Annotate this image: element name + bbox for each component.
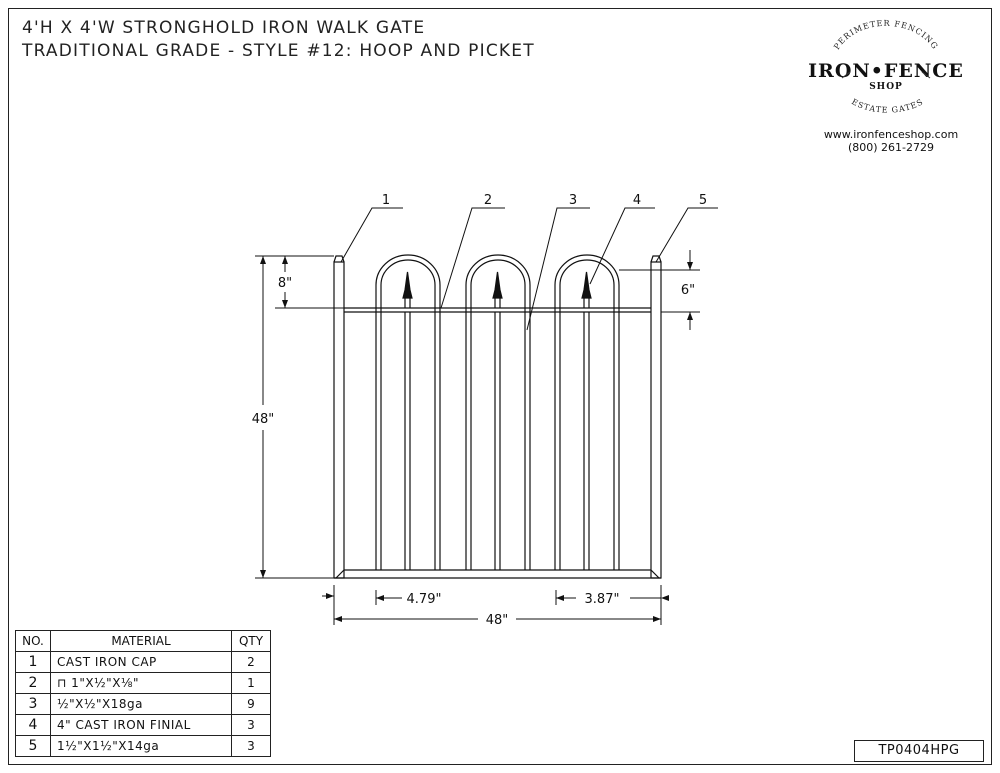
finial-1 [402,271,413,308]
dim-hoop-height: 6" [681,283,695,298]
title-line-1: 4'H X 4'W STRONGHOLD IRON WALK GATE [22,18,426,38]
dim-spacing-left: 4.79" [407,592,442,607]
phone-text: (800) 261-2729 [847,141,935,154]
row-material: ½"X½"X18ga [50,693,232,715]
logo-arc-bottom: ESTATE GATES [850,97,924,115]
svg-text:ESTATE GATES: ESTATE GATES [850,97,925,115]
table-row: 1 CAST IRON CAP 2 [15,651,271,673]
finials [402,271,592,308]
materials-table: NO. MATERIAL QTY 1 CAST IRON CAP 2 2 ⊓ 1… [15,630,271,757]
dim-top-height: 8" [278,276,292,291]
logo-contact: www.ironfenceshop.com (800) 261-2729 [806,128,976,154]
logo-sub-text: SHOP [869,82,903,92]
header-no: NO. [15,630,51,652]
gate-outline [333,254,662,579]
table-row: 3 ½"X½"X18ga 9 [15,693,271,715]
row-material: ⊓ 1"X½"X⅛" [50,672,232,694]
title-line-2: TRADITIONAL GRADE - STYLE #12: HOOP AND … [22,41,535,61]
dimension-arrows [260,256,693,622]
hoop-3 [554,254,620,312]
logo-arc-top: PERIMETER FENCING [832,19,939,52]
dimension-lines [255,250,700,625]
right-post [650,261,662,579]
callout-5: 5 [699,193,707,208]
hoop-2 [465,254,531,312]
drawing-frame [8,8,992,765]
row-qty: 3 [231,714,271,736]
row-no: 2 [15,672,51,694]
row-no: 3 [15,693,51,715]
iron-fence-shop-logo: PERIMETER FENCING IRON•FENCE SHOP ESTATE… [808,19,964,115]
header-material: MATERIAL [50,630,232,652]
table-row: 5 1½"X1½"X14ga 3 [15,735,271,757]
logo-main-text: IRON•FENCE [808,60,964,82]
row-no: 4 [15,714,51,736]
row-material: CAST IRON CAP [50,651,232,673]
header-qty: QTY [231,630,271,652]
left-post [333,261,345,579]
callout-2: 2 [484,193,492,208]
svg-text:PERIMETER FENCING: PERIMETER FENCING [832,19,940,52]
materials-header-row: NO. MATERIAL QTY [15,630,271,652]
callout-3: 3 [569,193,577,208]
row-qty: 1 [231,672,271,694]
row-qty: 3 [231,735,271,757]
right-post-cap [650,255,662,263]
row-no: 1 [15,651,51,673]
website-text: www.ironfenceshop.com [823,128,959,141]
row-qty: 2 [231,651,271,673]
table-row: 2 ⊓ 1"X½"X⅛" 1 [15,672,271,694]
drawing-number: TP0404HPG [854,740,984,762]
dim-overall-width: 48" [486,613,509,628]
pickets [375,312,620,570]
dim-overall-height: 48" [252,412,275,427]
callout-1: 1 [382,193,390,208]
row-qty: 9 [231,693,271,715]
row-material: 4" CAST IRON FINIAL [50,714,232,736]
hoop-1 [375,254,441,312]
finial-3 [581,271,592,308]
finial-2 [492,271,503,308]
row-material: 1½"X1½"X14ga [50,735,232,757]
dim-spacing-right: 3.87" [585,592,620,607]
callout-4: 4 [633,193,641,208]
row-no: 5 [15,735,51,757]
table-row: 4 4" CAST IRON FINIAL 3 [15,714,271,736]
callout-leaders [340,207,718,331]
